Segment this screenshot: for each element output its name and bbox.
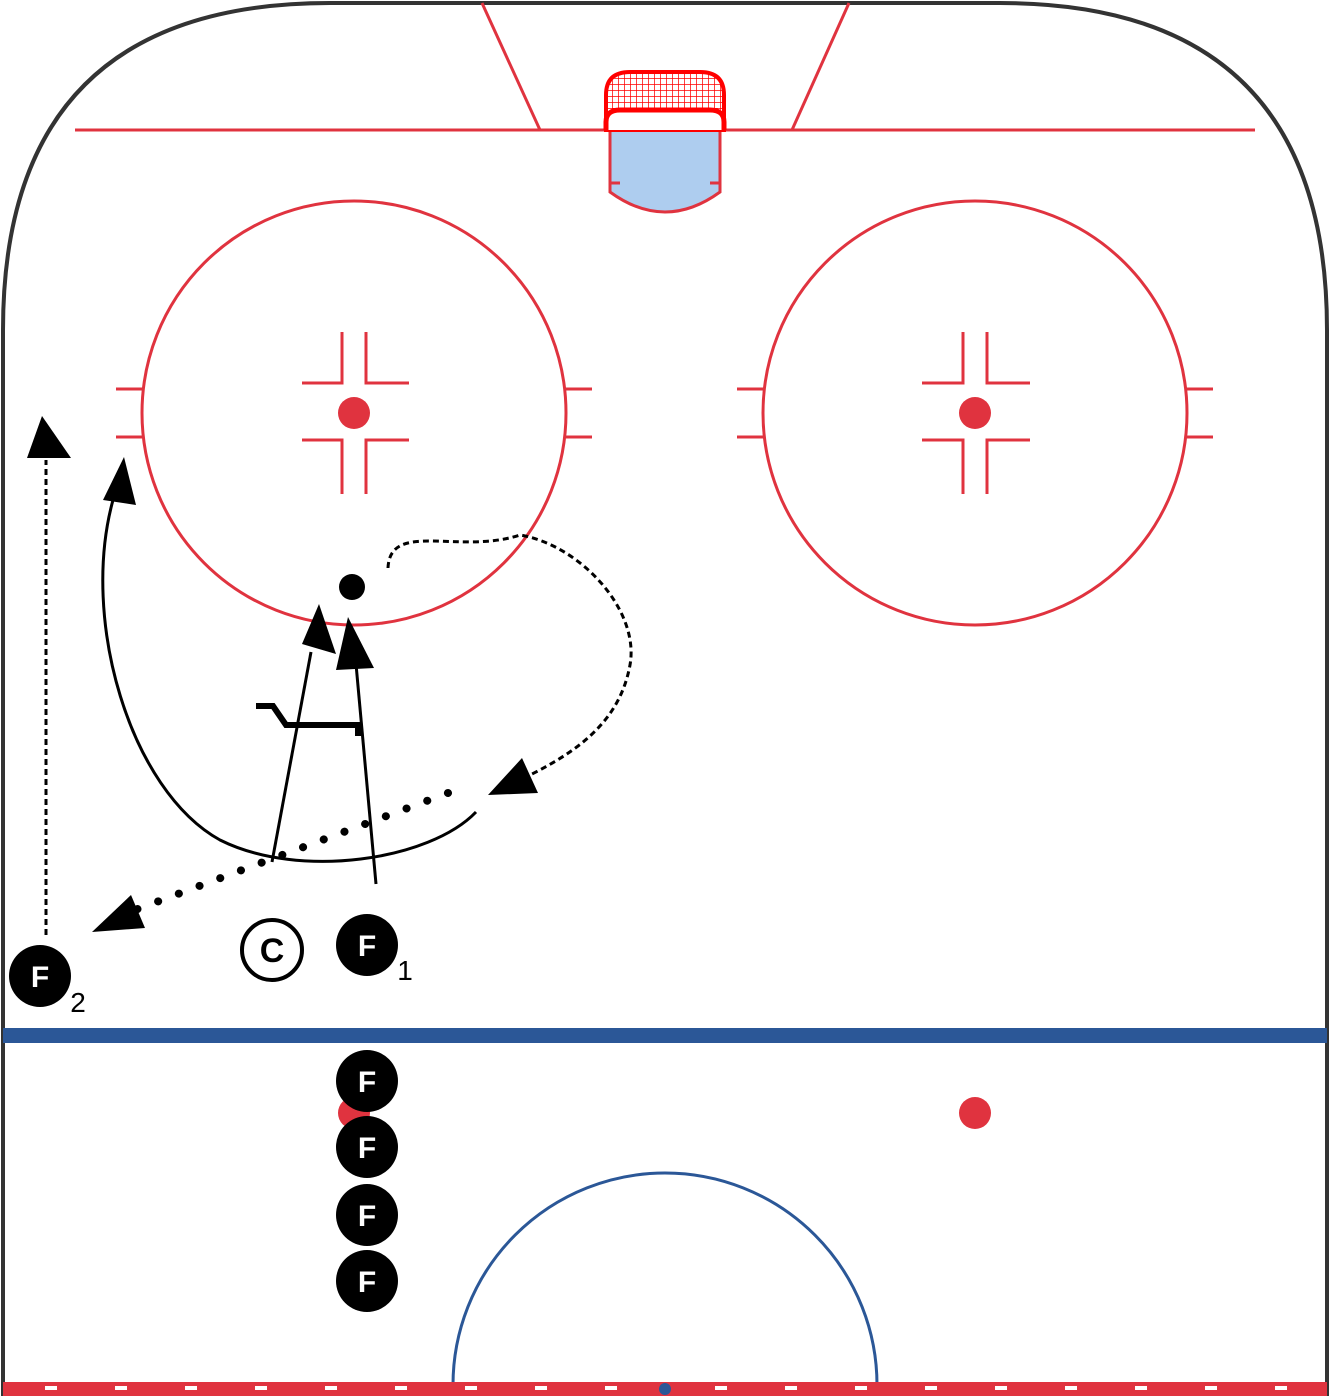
arrowhead-f2 bbox=[27, 416, 71, 458]
goal-net bbox=[603, 70, 727, 132]
coach-label: C bbox=[260, 932, 285, 970]
waiting-player-2: F bbox=[336, 1116, 398, 1178]
arrowhead-stickhandle bbox=[488, 758, 538, 795]
stickhandle-path bbox=[386, 533, 633, 777]
puck bbox=[339, 574, 365, 600]
arrowhead-skate-right bbox=[336, 617, 374, 670]
waiting-player-letter: F bbox=[358, 1200, 376, 1233]
center-circle bbox=[451, 1171, 879, 1396]
player-f2-letter: F bbox=[31, 961, 49, 994]
skate-line-right bbox=[354, 663, 378, 885]
trapezoid-left bbox=[480, 2, 542, 131]
waiting-player-3: F bbox=[336, 1184, 398, 1246]
curve-skate-path bbox=[101, 499, 478, 863]
arrowhead-pass bbox=[92, 895, 145, 932]
waiting-player-letter: F bbox=[358, 1266, 376, 1299]
player-f1-letter: F bbox=[358, 930, 376, 963]
neutral-zone-dot-right bbox=[959, 1097, 991, 1129]
center-line-dashes bbox=[45, 1386, 1287, 1390]
goal-crease bbox=[608, 128, 722, 214]
faceoff-circle-right bbox=[737, 199, 1213, 627]
coach-marker: C bbox=[240, 918, 304, 982]
faceoff-dot-left bbox=[338, 397, 370, 429]
center-dot bbox=[659, 1383, 671, 1395]
trapezoid-right bbox=[790, 2, 851, 131]
blue-line bbox=[3, 1028, 1327, 1043]
waiting-player-letter: F bbox=[358, 1132, 376, 1165]
player-f1-subscript: 1 bbox=[397, 955, 413, 986]
skate-line-left bbox=[270, 651, 313, 863]
waiting-player-1: F bbox=[336, 1050, 398, 1112]
stop-symbol bbox=[256, 703, 361, 736]
faceoff-circle-left bbox=[116, 199, 592, 627]
player-f1: F 1 bbox=[336, 914, 413, 986]
player-f2-subscript: 2 bbox=[70, 987, 86, 1018]
waiting-player-letter: F bbox=[358, 1066, 376, 1099]
arrowhead-skate-left bbox=[302, 604, 336, 654]
waiting-player-4: F bbox=[336, 1250, 398, 1312]
arrowhead-curve bbox=[103, 457, 136, 505]
faceoff-dot-right bbox=[959, 397, 991, 429]
player-f2: F 2 bbox=[9, 945, 86, 1018]
